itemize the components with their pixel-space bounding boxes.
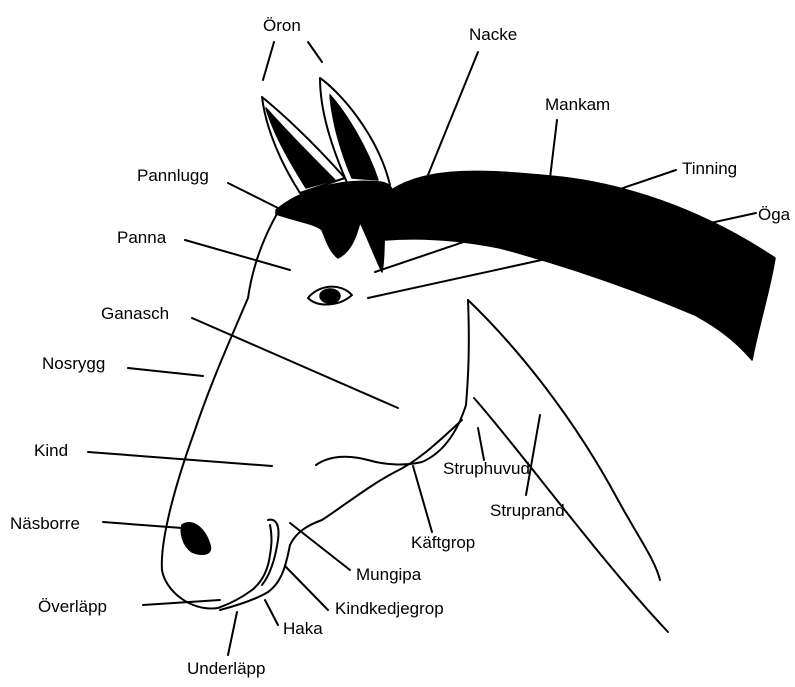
label-ganasch: Ganasch — [101, 304, 169, 323]
leader-mungipa — [290, 523, 350, 570]
leader-kind — [88, 452, 272, 466]
label-tinning: Tinning — [682, 159, 737, 178]
label-panna: Panna — [117, 228, 167, 247]
forelock — [276, 181, 393, 272]
leader-oron-left — [263, 42, 274, 80]
leader-struprand — [526, 415, 540, 495]
leader-nasborre — [103, 522, 182, 528]
leader-struphuvud — [478, 428, 484, 460]
leader-kindkedjegrop — [285, 566, 328, 610]
leader-haka — [265, 600, 278, 625]
eye-pupil — [320, 289, 340, 303]
leader-kaftgrop — [413, 466, 432, 532]
leader-nosrygg — [128, 368, 203, 376]
jaw-line — [316, 405, 466, 465]
neck-front-line — [468, 300, 660, 580]
label-kaftgrop: Käftgrop — [411, 533, 475, 552]
label-overlapp: Överläpp — [38, 597, 107, 616]
throat-line — [466, 300, 469, 405]
label-underlapp: Underläpp — [187, 659, 265, 678]
label-nacke: Nacke — [469, 25, 517, 44]
mane — [384, 171, 775, 360]
label-haka: Haka — [283, 619, 323, 638]
leader-overlapp — [143, 600, 220, 605]
leader-underlapp — [228, 612, 237, 655]
label-pannlugg: Pannlugg — [137, 166, 209, 185]
label-nasborre: Näsborre — [10, 514, 80, 533]
label-struprand: Struprand — [490, 501, 565, 520]
label-kind: Kind — [34, 441, 68, 460]
label-mungipa: Mungipa — [356, 565, 422, 584]
leader-panna — [185, 240, 290, 270]
nostril — [181, 523, 210, 554]
leader-mankam — [550, 120, 557, 178]
leader-pannlugg — [228, 183, 282, 210]
label-struphuvud: Struphuvud — [443, 459, 530, 478]
leader-nacke — [428, 52, 478, 175]
lower-lip-outline — [220, 420, 462, 610]
label-mankam: Mankam — [545, 95, 610, 114]
label-nosrygg: Nosrygg — [42, 354, 105, 373]
label-oga: Öga — [758, 205, 791, 224]
label-oron: Öron — [263, 16, 301, 35]
leader-oron-right — [308, 42, 322, 62]
label-kindkedjegrop: Kindkedjegrop — [335, 599, 444, 618]
leader-ganasch — [192, 318, 398, 408]
head-front-outline — [162, 212, 278, 608]
